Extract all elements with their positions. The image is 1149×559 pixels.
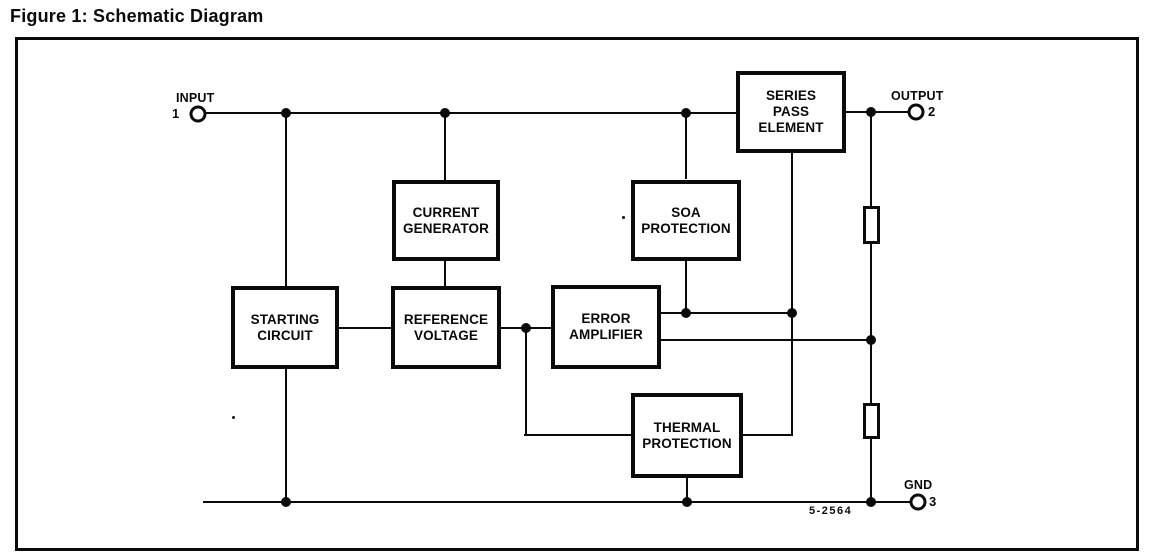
wire-output-to-r1 (870, 112, 872, 207)
output-terminal-label: OUTPUT (891, 89, 944, 103)
wire-input-bus (206, 112, 737, 114)
resistor-upper (863, 206, 880, 244)
wire-error-upper-out (661, 312, 792, 314)
block-reference-voltage: REFERENCE VOLTAGE (391, 286, 501, 369)
block-label-line: ELEMENT (758, 119, 824, 135)
wire-input-to-starting (285, 113, 287, 286)
drawing-number: 5-2564 (809, 505, 853, 517)
input-terminal-circle (189, 105, 207, 123)
block-label-line: PASS (772, 104, 810, 120)
gnd-pin-number: 3 (929, 494, 937, 509)
wire-input-to-soa (685, 113, 687, 179)
wire-r2-to-gnd (870, 438, 872, 502)
resistor-lower (863, 403, 880, 439)
wire-thermal-right (743, 434, 793, 436)
wire-input-to-current (444, 113, 446, 180)
block-label-line: REFERENCE (403, 311, 489, 327)
wire-error-lower-out (661, 339, 871, 341)
block-starting-circuit: STARTING CIRCUIT (231, 286, 339, 369)
junction-dot (281, 108, 291, 118)
gnd-terminal-circle (909, 493, 927, 511)
junction-dot (866, 107, 876, 117)
junction-dot (866, 497, 876, 507)
wire-reference-down (525, 328, 527, 435)
block-label-line: CIRCUIT (257, 327, 313, 343)
input-pin-number: 1 (172, 106, 180, 121)
block-soa-protection: SOA PROTECTION (631, 180, 741, 261)
block-thermal-protection: THERMAL PROTECTION (631, 393, 743, 478)
output-pin-number: 2 (928, 104, 936, 119)
block-label-line: STARTING (250, 311, 320, 327)
wire-soa-to-error-line (685, 261, 687, 313)
junction-dot (682, 497, 692, 507)
wire-spe-down (791, 153, 793, 435)
wire-current-to-reference (444, 261, 446, 286)
block-error-amplifier: ERROR AMPLIFIER (551, 285, 661, 369)
block-label-line: ERROR (581, 311, 631, 327)
wire-spe-to-output (846, 111, 908, 113)
block-label-line: THERMAL (653, 419, 721, 435)
junction-dot (681, 108, 691, 118)
block-label-line: AMPLIFIER (569, 327, 643, 342)
wire-thermal-to-gnd (686, 477, 688, 502)
wire-thermal-left (524, 434, 631, 436)
input-terminal-label: INPUT (176, 91, 215, 105)
wire-starting-to-gnd (285, 369, 287, 502)
block-series-pass-element: SERIES PASS ELEMENT (736, 71, 846, 153)
output-terminal-circle (907, 103, 925, 121)
diagram-frame (15, 37, 1139, 551)
junction-dot (681, 308, 691, 318)
block-label-line: PROTECTION (642, 435, 732, 451)
figure-title: Figure 1: Schematic Diagram (10, 6, 264, 26)
junction-dot (866, 335, 876, 345)
wire-gnd-bus (203, 501, 910, 503)
block-label-line: SERIES (765, 88, 817, 104)
block-label-line: SOA (671, 204, 701, 220)
print-artifact-dot (232, 416, 235, 419)
wire-r1-to-r2 (870, 243, 872, 404)
junction-dot (281, 497, 291, 507)
junction-dot (521, 323, 531, 333)
junction-dot (787, 308, 797, 318)
block-label-line: PROTECTION (641, 220, 731, 236)
print-artifact-dot (622, 216, 625, 219)
block-label-line: GENERATOR (403, 220, 489, 236)
wire-starting-to-reference (339, 327, 391, 329)
gnd-terminal-label: GND (904, 478, 933, 492)
block-current-generator: CURRENT GENERATOR (392, 180, 500, 261)
junction-dot (440, 108, 450, 118)
block-label-line: CURRENT (412, 204, 480, 220)
block-label-line: VOLTAGE (414, 327, 478, 343)
